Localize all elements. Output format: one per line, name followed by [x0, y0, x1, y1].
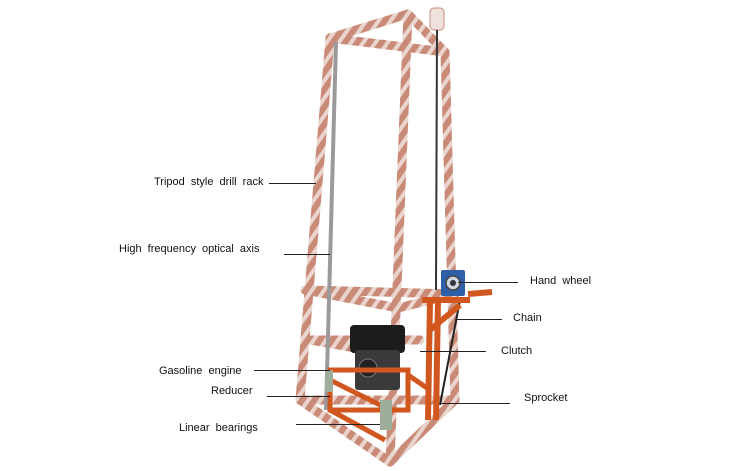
label-sprocket: Sprocket [524, 392, 568, 404]
leader-linear-bearings [296, 424, 380, 425]
gasoline-engine [350, 325, 405, 390]
chain-line [435, 29, 438, 291]
leader-gasoline-engine [254, 370, 330, 371]
optical-axis-rod [324, 41, 338, 411]
label-hand-wheel: Hand wheel [530, 275, 592, 287]
orange-mast [422, 289, 493, 421]
leader-reducer [267, 396, 330, 397]
label-linear-bearings: Linear bearings [179, 422, 258, 434]
leader-clutch [420, 351, 486, 352]
leader-hand-wheel [458, 282, 518, 283]
label-gasoline-engine: Gasoline engine [159, 365, 242, 377]
label-chain: Chain [513, 312, 542, 324]
leader-high-frequency-optical-axis [284, 254, 330, 255]
label-clutch: Clutch [501, 345, 533, 357]
tripod-frame [295, 9, 460, 467]
leader-chain [456, 319, 502, 320]
leader-tripod-style-drill-rack [269, 183, 316, 184]
label-tripod-style-drill-rack: Tripod style drill rack [154, 176, 264, 188]
label-reducer: Reducer [211, 385, 253, 397]
leader-sprocket [440, 403, 510, 404]
label-high-frequency-optical-axis: High frequency optical axis [119, 243, 260, 255]
linear-bearing-block [380, 400, 392, 430]
